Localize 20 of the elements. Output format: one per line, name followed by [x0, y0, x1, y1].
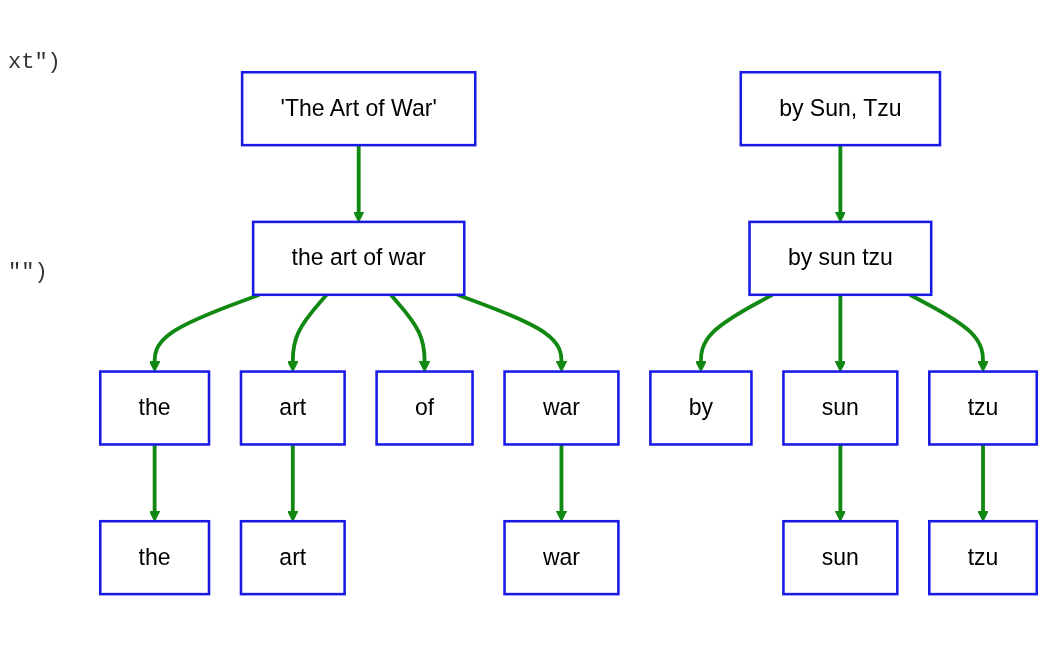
arrow [834, 145, 846, 223]
node-box: by [649, 370, 753, 447]
code-text: xt") [8, 50, 61, 75]
node-box: art [239, 370, 346, 447]
node-box: 'The Art of War' [240, 71, 477, 147]
arrow [353, 145, 365, 223]
node-box: war [503, 370, 620, 447]
node-box: sun [782, 370, 899, 447]
node-box: sun [782, 520, 899, 596]
node-box: war [503, 520, 620, 596]
node-box: of [375, 370, 474, 447]
node-box: the art of war [251, 220, 466, 297]
node-box: the [98, 520, 211, 596]
code-text: "") [8, 260, 48, 285]
node-box: by Sun, Tzu [739, 71, 942, 147]
node-box: art [239, 520, 346, 596]
node-box: tzu [928, 520, 1039, 596]
node-box: the [98, 370, 211, 447]
node-box: tzu [928, 370, 1039, 447]
node-box: by sun tzu [748, 220, 933, 297]
